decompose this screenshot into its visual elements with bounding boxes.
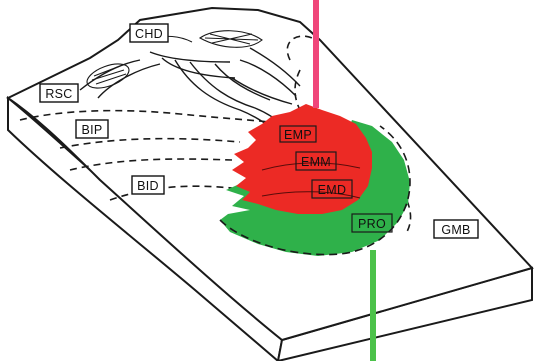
label-bip: BIP: [76, 120, 108, 138]
label-rsc-text: RSC: [45, 87, 72, 101]
label-emp-text: EMP: [284, 128, 312, 142]
label-chd-text: CHD: [135, 27, 163, 41]
label-bip-text: BIP: [81, 123, 102, 137]
label-emd: EMD: [312, 180, 352, 198]
label-emm-text: EMM: [301, 155, 331, 169]
label-bid-text: BID: [137, 179, 159, 193]
label-rsc: RSC: [40, 84, 78, 102]
label-emd-text: EMD: [318, 183, 347, 197]
label-pro-text: PRO: [358, 217, 386, 231]
label-chd: CHD: [130, 24, 168, 42]
lower-beam: [370, 250, 376, 361]
label-gmb: GMB: [434, 220, 478, 238]
label-emp: EMP: [280, 126, 316, 142]
label-bid: BID: [132, 176, 164, 194]
label-emm: EMM: [296, 152, 336, 170]
upper-beam: [313, 0, 319, 108]
label-gmb-text: GMB: [441, 223, 470, 237]
